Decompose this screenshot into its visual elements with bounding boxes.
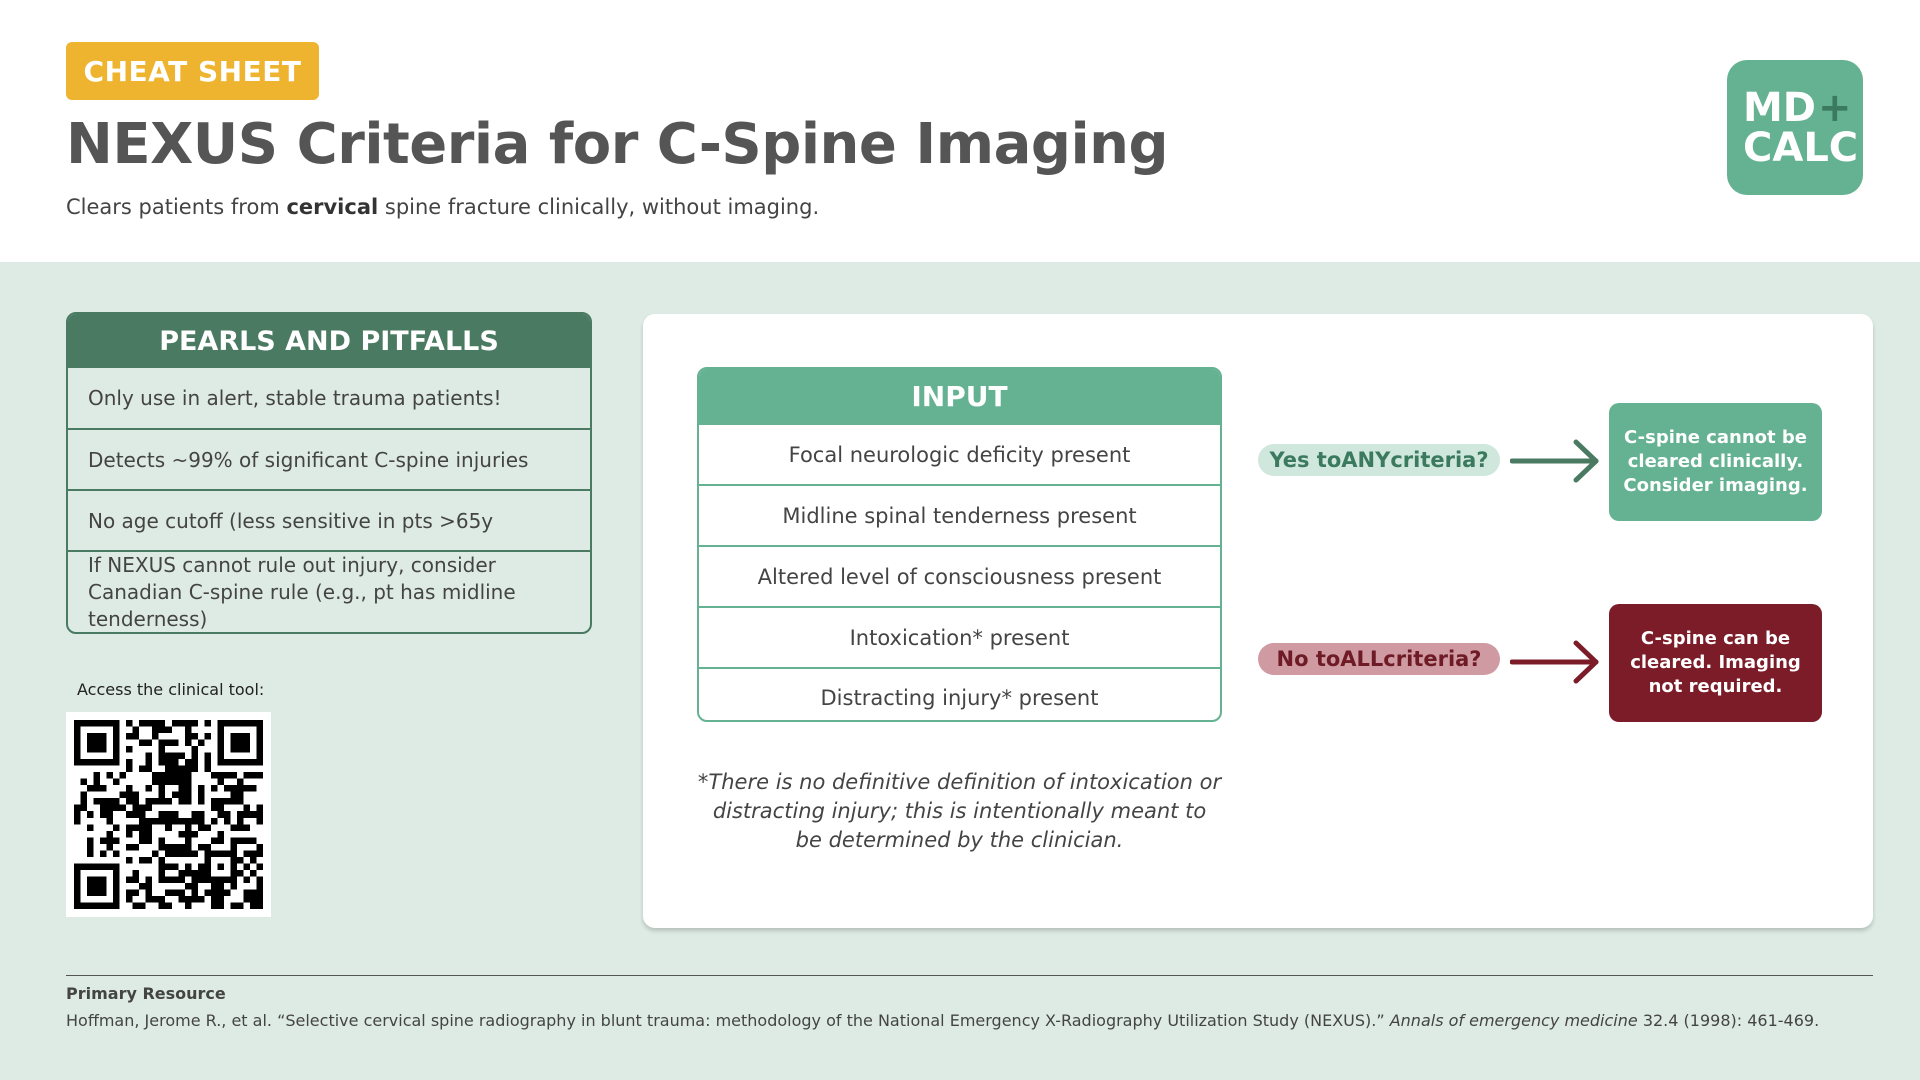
criteria-row: Distracting injury* present (699, 667, 1220, 720)
yes-pre: Yes to (1269, 448, 1342, 472)
yes-post: criteria? (1390, 448, 1489, 472)
citation-pre: Hoffman, Jerome R., et al. “Selective ce… (66, 1011, 1390, 1030)
citation-post: 32.4 (1998): 461-469. (1637, 1011, 1820, 1030)
access-label: Access the clinical tool: (77, 680, 265, 699)
citation: Hoffman, Jerome R., et al. “Selective ce… (66, 1011, 1819, 1030)
pearl-item: No age cutoff (less sensitive in pts >65… (68, 489, 590, 550)
no-bold: ALL (1340, 647, 1384, 671)
criteria-row: Intoxication* present (699, 606, 1220, 667)
no-all-criteria-pill: No to ALL criteria? (1258, 643, 1500, 675)
pearls-and-pitfalls-panel: PEARLS AND PITFALLS Only use in alert, s… (66, 312, 592, 634)
arrow-right-icon (1510, 640, 1599, 684)
pearl-item: If NEXUS cannot rule out injury, conside… (68, 550, 590, 632)
no-pre: No to (1276, 647, 1341, 671)
header: CHEAT SHEET NEXUS Criteria for C-Spine I… (0, 0, 1920, 262)
no-post: criteria? (1383, 647, 1482, 671)
page-title: NEXUS Criteria for C-Spine Imaging (66, 112, 1169, 177)
yes-any-criteria-pill: Yes to ANY criteria? (1258, 444, 1500, 476)
cheat-sheet-badge: CHEAT SHEET (66, 42, 319, 100)
subtitle-text-bold: cervical (286, 195, 379, 219)
outcome-imaging-needed: C-spine cannot be cleared clinically. Co… (1609, 403, 1822, 521)
subtitle-text-post: spine fracture clinically, without imagi… (378, 195, 820, 219)
primary-resource-label: Primary Resource (66, 984, 226, 1003)
criteria-row: Altered level of consciousness present (699, 545, 1220, 606)
qr-code-graphic (74, 720, 263, 909)
mdcalc-logo: MD+ CALC (1727, 60, 1863, 195)
footer-divider (66, 975, 1873, 976)
logo-calc: CALC (1743, 124, 1859, 171)
qr-code-icon[interactable] (66, 712, 271, 917)
pearls-title: PEARLS AND PITFALLS (68, 314, 590, 368)
input-title: INPUT (699, 369, 1220, 423)
citation-journal: Annals of emergency medicine (1389, 1011, 1638, 1030)
pearl-item: Detects ~99% of significant C-spine inju… (68, 428, 590, 489)
plus-icon: + (1818, 84, 1852, 131)
yes-bold: ANY (1341, 448, 1391, 472)
criteria-row: Midline spinal tenderness present (699, 484, 1220, 545)
pearl-item: Only use in alert, stable trauma patient… (88, 386, 502, 410)
arrow-right-icon (1510, 439, 1599, 483)
criteria-row: Focal neurologic deficity present (699, 423, 1220, 484)
subtitle-text-pre: Clears patients from (66, 195, 287, 219)
logo-md: MD (1743, 84, 1817, 131)
outcome-cleared: C-spine can be cleared. Imaging not requ… (1609, 604, 1822, 722)
page-subtitle: Clears patients from cervical spine frac… (66, 195, 819, 219)
logo-row: MD+ (1743, 88, 1863, 128)
footnote: *There is no definitive definition of in… (697, 770, 1222, 852)
input-criteria-table: INPUT Focal neurologic deficity present … (697, 367, 1222, 722)
